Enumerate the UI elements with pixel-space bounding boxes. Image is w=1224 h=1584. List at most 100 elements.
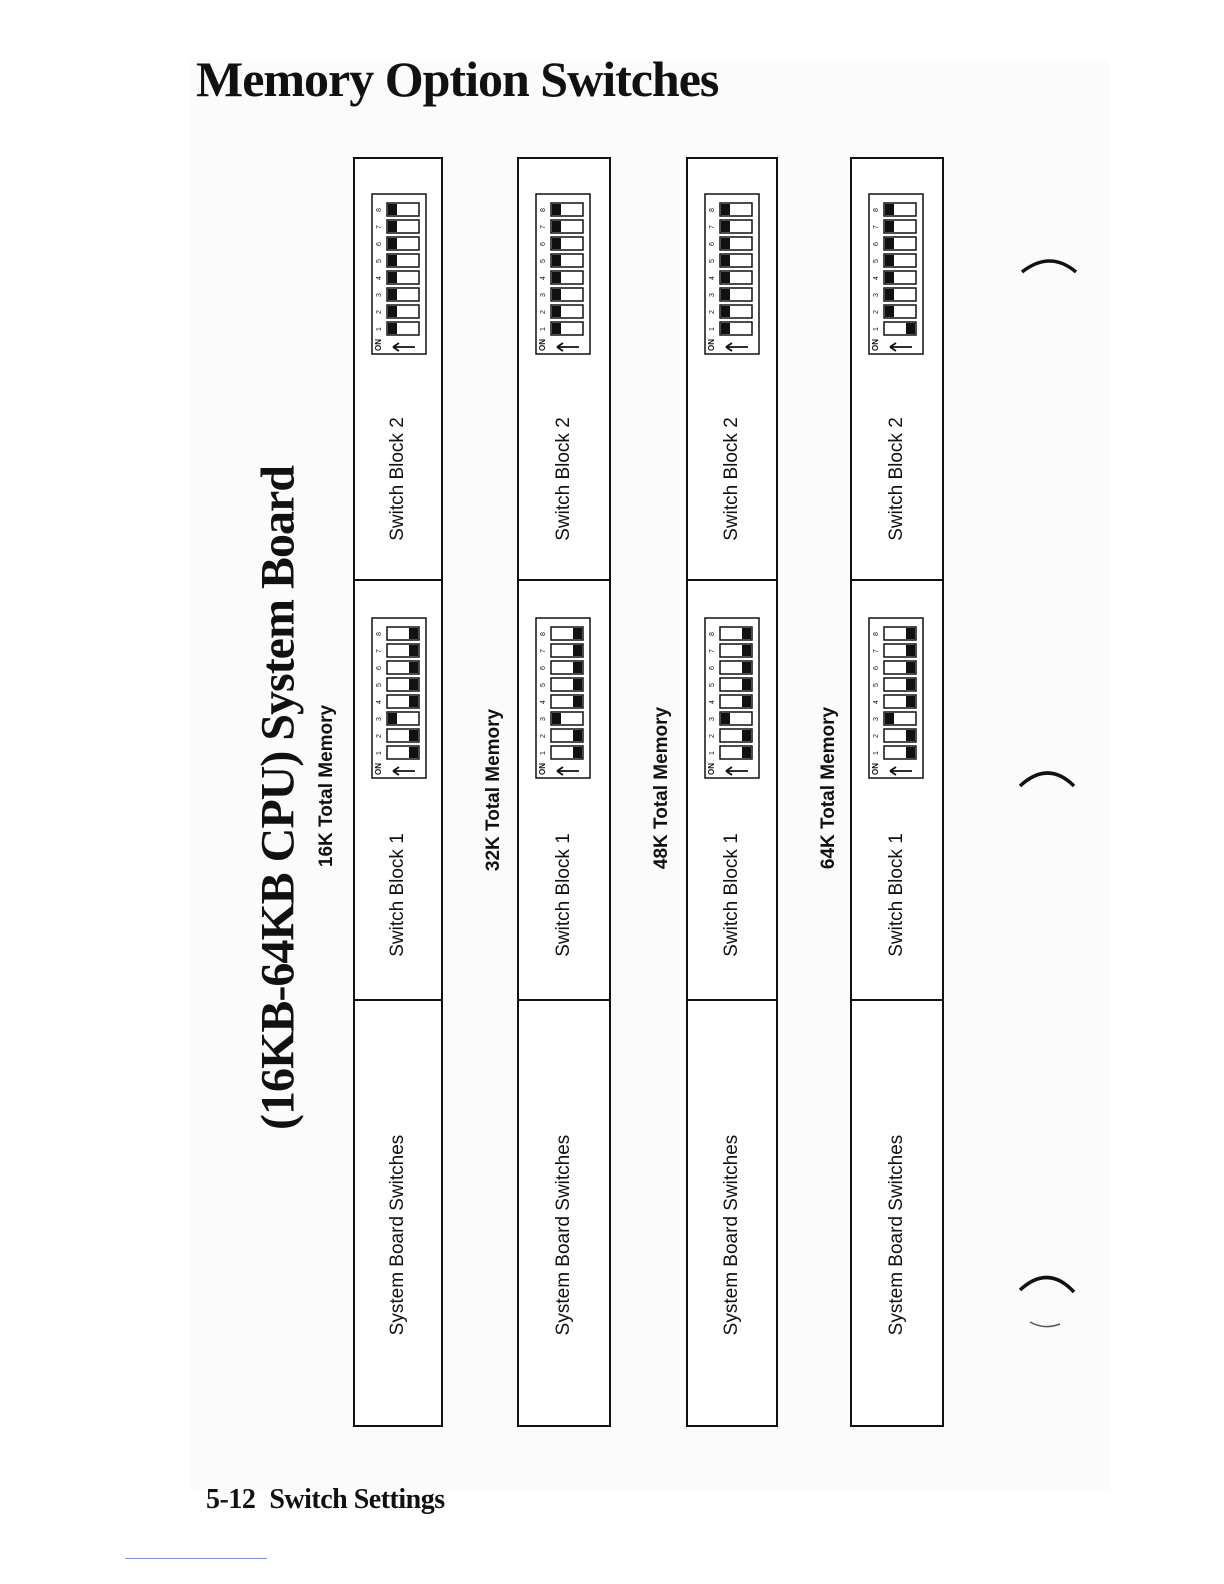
switch-position-number: 8 bbox=[873, 632, 880, 636]
row-label-switch-block-1: Switch Block 1 bbox=[553, 833, 574, 957]
memory-label-16k: 16K Total Memory bbox=[316, 704, 337, 868]
switch-position-number: 3 bbox=[709, 293, 716, 297]
switch-position-number: 1 bbox=[540, 751, 547, 755]
switch-toggle-on bbox=[552, 204, 561, 215]
switch-toggle-off bbox=[742, 730, 751, 741]
switch-position-number: 1 bbox=[376, 751, 383, 755]
binder-hole-icon bbox=[1018, 1275, 1076, 1328]
memory-label-32k: 32K Total Memory bbox=[483, 708, 504, 872]
switch-position-number: 2 bbox=[540, 310, 547, 314]
switch-position-number: 5 bbox=[873, 259, 880, 263]
switch-position-number: 6 bbox=[376, 242, 383, 246]
row-divider bbox=[852, 999, 942, 1001]
switch-position-number: 4 bbox=[873, 700, 880, 704]
switch-toggle-off bbox=[409, 645, 418, 656]
switch-toggle-off bbox=[409, 696, 418, 707]
switch-position-number: 6 bbox=[709, 666, 716, 670]
switch-position-number: 8 bbox=[540, 208, 547, 212]
switch-position-number: 5 bbox=[709, 683, 716, 687]
switch-position-number: 4 bbox=[709, 700, 716, 704]
switch-position-number: 4 bbox=[376, 700, 383, 704]
page-number: 5-12 bbox=[206, 1484, 256, 1515]
binder-hole-icon bbox=[1018, 771, 1076, 788]
switch-position-number: 2 bbox=[376, 734, 383, 738]
footer-section-title: Switch Settings bbox=[269, 1484, 445, 1515]
switch-toggle-on bbox=[885, 238, 894, 249]
switch-toggle-on bbox=[885, 221, 894, 232]
switch-position-number: 3 bbox=[709, 717, 716, 721]
switch-toggle-off bbox=[409, 747, 418, 758]
switch-toggle-off bbox=[409, 679, 418, 690]
switch-position-number: 5 bbox=[540, 259, 547, 263]
switch-toggle-on bbox=[885, 204, 894, 215]
switch-table-64k: System Board Switches Switch Block 1 Swi… bbox=[850, 157, 944, 1427]
on-label: ON bbox=[374, 763, 383, 775]
switch-position-number: 3 bbox=[376, 293, 383, 297]
switch-toggle-on bbox=[552, 713, 561, 724]
page-footer: 5-12 Switch Settings bbox=[206, 1484, 445, 1516]
switch-toggle-on bbox=[885, 713, 894, 724]
switch-toggle-on bbox=[388, 221, 397, 232]
row-label-system-board-switches: System Board Switches bbox=[721, 1134, 742, 1336]
row-divider bbox=[688, 579, 776, 581]
row-label-switch-block-2: Switch Block 2 bbox=[387, 417, 408, 541]
switch-toggle-on bbox=[552, 255, 561, 266]
memory-label-64k: 64K Total Memory bbox=[818, 706, 839, 870]
switch-position-number: 6 bbox=[540, 666, 547, 670]
switch-toggle-off bbox=[906, 662, 915, 673]
switch-toggle-on bbox=[721, 323, 730, 334]
switch-toggle-on bbox=[885, 289, 894, 300]
switch-position-number: 7 bbox=[873, 649, 880, 653]
switch-toggle-off bbox=[742, 679, 751, 690]
page-title: Memory Option Switches bbox=[196, 51, 719, 107]
switch-toggle-on bbox=[552, 238, 561, 249]
switch-position-number: 1 bbox=[709, 327, 716, 331]
arrow-icon bbox=[725, 766, 748, 776]
switch-position-number: 5 bbox=[540, 683, 547, 687]
switch-position-number: 7 bbox=[376, 649, 383, 653]
switch-position-number: 3 bbox=[540, 293, 547, 297]
switch-position-number: 8 bbox=[709, 208, 716, 212]
switch-position-number: 3 bbox=[873, 293, 880, 297]
arrow-icon bbox=[889, 766, 912, 776]
switch-position-number: 5 bbox=[709, 259, 716, 263]
switch-toggle-on bbox=[388, 323, 397, 334]
switch-position-number: 7 bbox=[873, 225, 880, 229]
row-label-switch-block-1: Switch Block 1 bbox=[721, 833, 742, 957]
on-label: ON bbox=[374, 339, 383, 351]
switch-table-16k: System Board Switches Switch Block 1 Swi… bbox=[353, 157, 443, 1427]
arrow-icon bbox=[392, 766, 415, 776]
switch-toggle-on bbox=[552, 289, 561, 300]
on-label: ON bbox=[538, 763, 547, 775]
switch-position-number: 6 bbox=[873, 242, 880, 246]
arrow-icon bbox=[392, 342, 415, 352]
switch-toggle-on bbox=[721, 255, 730, 266]
switch-position-number: 3 bbox=[540, 717, 547, 721]
row-label-switch-block-1: Switch Block 1 bbox=[387, 833, 408, 957]
switch-toggle-off bbox=[409, 730, 418, 741]
page-background bbox=[190, 60, 1110, 1490]
arrow-icon bbox=[556, 766, 579, 776]
switch-toggle-off bbox=[573, 747, 582, 758]
switch-toggle-off bbox=[742, 696, 751, 707]
row-label-switch-block-2: Switch Block 2 bbox=[553, 417, 574, 541]
binder-hole-icon bbox=[1020, 259, 1078, 274]
switch-position-number: 7 bbox=[709, 225, 716, 229]
switch-position-number: 2 bbox=[540, 734, 547, 738]
switch-position-number: 7 bbox=[540, 225, 547, 229]
switch-toggle-on bbox=[388, 255, 397, 266]
on-label: ON bbox=[707, 763, 716, 775]
switch-toggle-off bbox=[742, 747, 751, 758]
switch-toggle-on bbox=[552, 221, 561, 232]
switch-toggle-on bbox=[552, 323, 561, 334]
row-label-switch-block-2: Switch Block 2 bbox=[886, 417, 907, 541]
switch-position-number: 6 bbox=[873, 666, 880, 670]
switch-position-number: 5 bbox=[873, 683, 880, 687]
switch-toggle-off bbox=[906, 679, 915, 690]
row-label-switch-block-2: Switch Block 2 bbox=[721, 417, 742, 541]
switch-toggle-on bbox=[885, 272, 894, 283]
switch-position-number: 8 bbox=[873, 208, 880, 212]
